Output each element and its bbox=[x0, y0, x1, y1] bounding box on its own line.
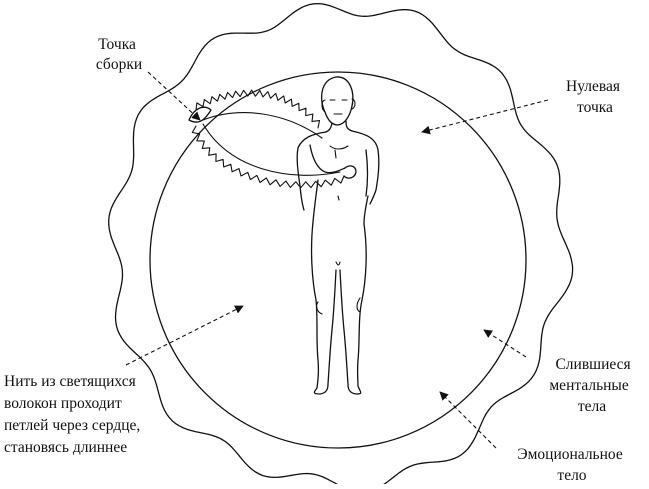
arrow-mental-bodies bbox=[483, 329, 527, 358]
label-assemblage-point: Точка сборки bbox=[96, 36, 142, 73]
arrow-fiber-thread bbox=[125, 305, 244, 366]
figure-navel bbox=[337, 195, 340, 201]
loop-inner-lower bbox=[202, 123, 341, 176]
arrow-emotional-body bbox=[439, 391, 497, 449]
figure-knees bbox=[316, 297, 361, 315]
figure-left-leg bbox=[310, 221, 337, 395]
arrow-assemblage-point bbox=[147, 71, 201, 121]
figure-head bbox=[320, 76, 354, 126]
label-emotional-body: Эмоциональное тело bbox=[517, 446, 626, 484]
figure-ear-right bbox=[351, 98, 356, 110]
label-zero-point: Нулевая точка bbox=[566, 78, 624, 116]
figure-neck bbox=[325, 120, 353, 133]
figure-chest bbox=[329, 145, 349, 159]
label-fiber-thread: Нить из светящихся волокон проходит петл… bbox=[4, 373, 144, 456]
mental-bodies-circle bbox=[149, 71, 527, 449]
loop-inner-upper bbox=[202, 112, 323, 139]
figure-left-hand bbox=[343, 165, 357, 179]
label-mental-bodies: Слившиеся ментальные тела bbox=[549, 356, 634, 415]
figure-right-leg bbox=[339, 223, 367, 395]
figure-torso bbox=[312, 179, 369, 225]
emotional-body-outline bbox=[108, 2, 574, 489]
fiber-loop bbox=[191, 89, 345, 189]
figure-right-arm bbox=[351, 130, 380, 205]
arrow-zero-point bbox=[421, 99, 549, 135]
human-figure bbox=[296, 76, 380, 395]
figure-groin bbox=[335, 261, 341, 266]
figure-ear-left bbox=[321, 99, 326, 113]
figure-left-arm bbox=[296, 131, 346, 211]
